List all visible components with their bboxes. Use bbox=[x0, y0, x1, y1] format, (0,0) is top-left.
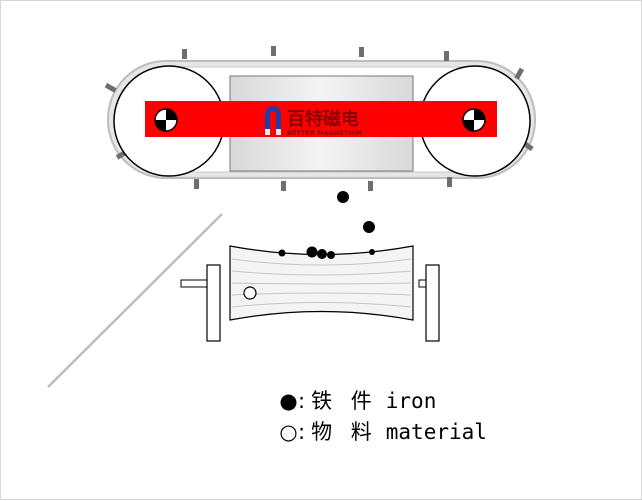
iron-particle-icon bbox=[306, 246, 318, 258]
feed-roller bbox=[229, 245, 414, 321]
legend-iron: ●:铁 件 iron bbox=[279, 385, 436, 415]
iron-on-roller bbox=[278, 246, 375, 259]
roller-grooves bbox=[231, 258, 412, 308]
brand-name-en: BETTER MAGNETISM bbox=[287, 129, 362, 137]
iron-particle-icon bbox=[369, 249, 375, 255]
brand-name-cn: 百特磁电 bbox=[287, 108, 359, 130]
legend-iron-label-en: iron bbox=[385, 389, 437, 413]
material-particle-icon bbox=[243, 286, 257, 300]
iron-legend-icon: ● bbox=[279, 389, 298, 413]
iron-particle-icon bbox=[327, 251, 335, 259]
brand-band bbox=[145, 101, 497, 137]
iron-particle-icon bbox=[278, 249, 286, 257]
iron-particle-icon bbox=[363, 221, 375, 233]
legend-iron-label-cn: :铁 件 bbox=[298, 389, 378, 413]
roller-bracket-right bbox=[425, 264, 440, 342]
magnet-logo-icon bbox=[265, 106, 281, 135]
iron-particle-icon bbox=[337, 191, 349, 203]
legend-material: ○:物 料 material bbox=[279, 416, 487, 446]
guide-line bbox=[47, 213, 223, 388]
legend-material-label-cn: :物 料 bbox=[298, 420, 378, 444]
pulley-hub-icon bbox=[462, 108, 486, 132]
iron-particle-icon bbox=[317, 249, 327, 259]
roller-bracket-left bbox=[206, 264, 221, 342]
legend-material-label-en: material bbox=[385, 420, 487, 444]
pulley-hub-icon bbox=[154, 108, 178, 132]
material-legend-icon: ○ bbox=[279, 420, 298, 444]
